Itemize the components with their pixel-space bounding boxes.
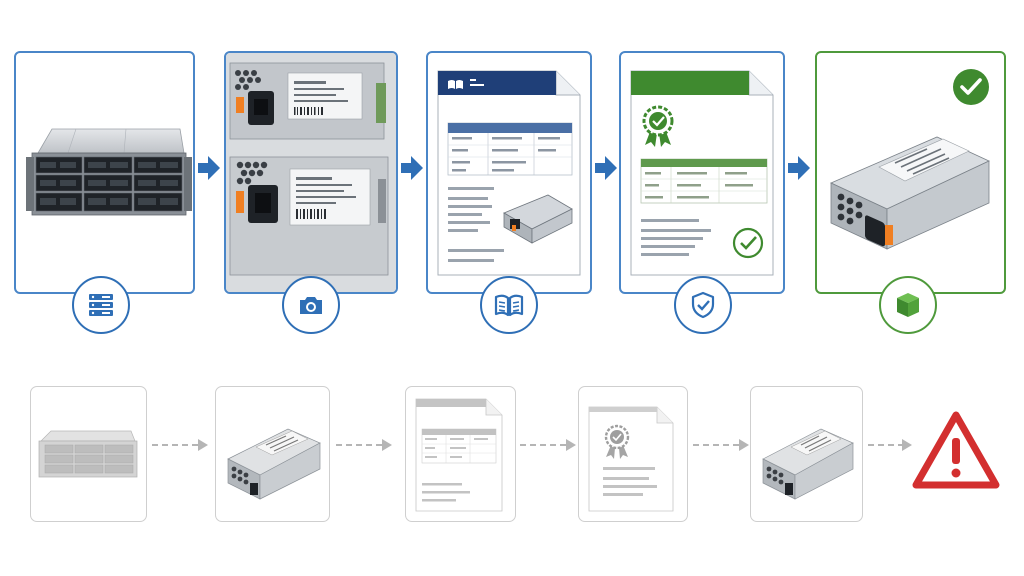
step-card-power-supply-photos <box>224 51 398 294</box>
camera-badge <box>282 276 340 334</box>
check-circle-icon <box>953 69 989 105</box>
step-card-certificate-unverified <box>578 386 688 522</box>
step-card-rack-server-unverified <box>30 386 147 522</box>
certificate-document-image <box>588 406 674 512</box>
shield-check-icon <box>691 291 715 319</box>
rosette-icon <box>642 105 674 147</box>
package-box-icon <box>897 293 919 317</box>
server-stack-icon <box>89 294 113 316</box>
power-supply-image <box>762 428 854 500</box>
power-supply-photos-image <box>226 53 396 292</box>
arrow-right-icon <box>788 156 810 180</box>
server-stack-badge <box>72 276 130 334</box>
camera-icon <box>300 297 322 314</box>
arrow-right-icon <box>198 156 220 180</box>
dashed-arrow-icon <box>336 439 392 451</box>
dashed-arrow-icon <box>868 439 912 451</box>
step-card-power-supply-unverified <box>215 386 330 522</box>
rack-server-image <box>38 430 138 478</box>
step-card-datasheet <box>426 51 592 294</box>
power-supply-image <box>227 428 321 500</box>
dashed-arrow-icon <box>520 439 576 451</box>
step-card-certificate <box>619 51 785 294</box>
arrow-right-icon <box>401 156 423 180</box>
dashed-arrow-icon <box>152 439 208 451</box>
dashed-arrow-icon <box>693 439 749 451</box>
open-book-icon <box>494 294 524 317</box>
certificate-document-image <box>630 70 774 276</box>
rack-server-image <box>26 128 192 216</box>
step-card-datasheet-unverified <box>405 386 516 522</box>
open-book-badge <box>480 276 538 334</box>
step-card-verified-power-supply <box>815 51 1006 294</box>
shield-check-badge <box>674 276 732 334</box>
verified-power-supply-image <box>830 136 990 250</box>
step-card-power-supply-unverified-final <box>750 386 863 522</box>
arrow-right-icon <box>595 156 617 180</box>
rosette-icon <box>604 424 630 459</box>
warning-triangle-icon <box>912 411 1000 489</box>
datasheet-document-image <box>437 70 581 276</box>
datasheet-document-image <box>415 398 503 512</box>
step-card-rack-server <box>14 51 195 294</box>
package-box-badge <box>879 276 937 334</box>
